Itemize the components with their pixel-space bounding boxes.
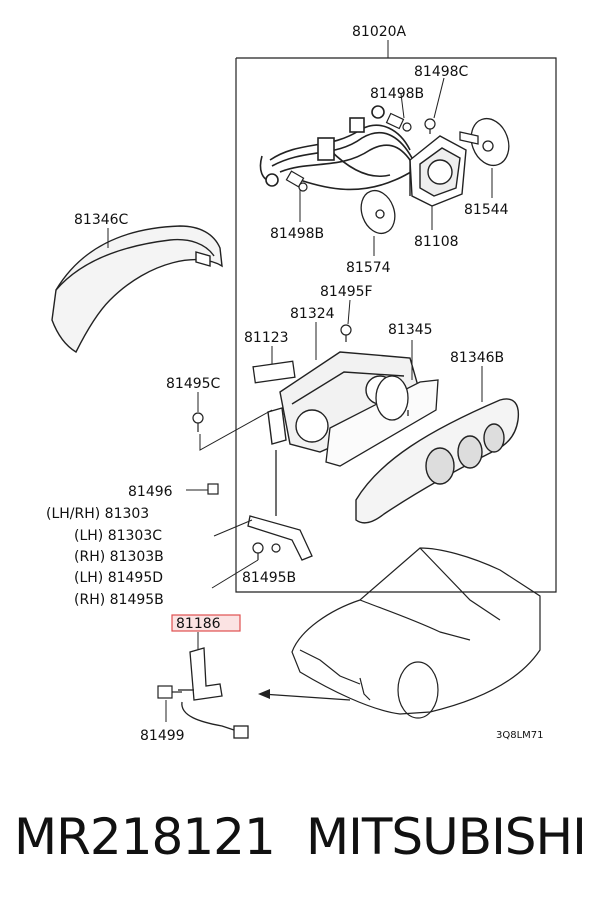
label-81303c: (LH) 81303C (74, 528, 162, 544)
screw-81495f (340, 324, 352, 342)
label-81544: 81544 (464, 202, 509, 218)
screw-81495c (192, 412, 204, 432)
label-81186: 81186 (176, 616, 221, 632)
wiring-harness (259, 105, 416, 191)
label-assembly: 81020A (352, 24, 407, 40)
label-81498b-left: 81498B (270, 226, 324, 242)
control-unit-81108 (409, 135, 467, 207)
screw-81498c (424, 118, 436, 134)
clip-81496 (207, 483, 219, 495)
label-81495d: (LH) 81495D (74, 570, 163, 586)
screw-81495b (271, 543, 281, 553)
cover-81346c (51, 225, 223, 353)
lens-81345 (325, 375, 439, 467)
label-81303b: (RH) 81303B (74, 549, 164, 565)
assembly-frame (235, 57, 557, 593)
label-drawing-code: 3Q8LM71 (496, 730, 544, 741)
label-81123: 81123 (244, 330, 289, 346)
brand-name: MITSUBISHI (306, 808, 587, 866)
knob-81544 (459, 117, 510, 167)
label-81495b-rh: (RH) 81495B (74, 592, 164, 608)
panel-81346b (355, 398, 520, 524)
label-81324: 81324 (290, 306, 335, 322)
label-81303: (LH/RH) 81303 (46, 506, 149, 522)
label-81499: 81499 (140, 728, 185, 744)
sensor-81499 (157, 685, 182, 699)
label-81345: 81345 (388, 322, 433, 338)
label-81108: 81108 (414, 234, 459, 250)
bulb-socket-top (385, 112, 412, 132)
label-81498c: 81498C (414, 64, 469, 80)
callout-arrow (261, 693, 351, 701)
label-81498b-top: 81498B (370, 86, 424, 102)
footer: MR218121 MITSUBISHI (0, 800, 600, 880)
label-81346b: 81346B (450, 350, 504, 366)
label-81346c: 81346C (74, 212, 129, 228)
knob-81574 (360, 189, 396, 235)
plate-81123 (252, 360, 296, 384)
label-81496: 81496 (128, 484, 173, 500)
highlight-box-81186 (171, 614, 241, 632)
label-81495c: 81495C (166, 376, 221, 392)
label-81574: 81574 (346, 260, 391, 276)
sensor-81186 (178, 647, 249, 739)
screw-81495d (252, 542, 264, 560)
parts-diagram: 81020A 81498C 81498B 81108 81544 81498B … (46, 24, 557, 744)
bracket-81303 (247, 450, 313, 561)
bulb-socket-left (285, 170, 308, 192)
part-number: MR218121 (14, 808, 276, 866)
vehicle-outline (291, 547, 541, 719)
label-81495f: 81495F (320, 284, 373, 300)
label-81495b: 81495B (242, 570, 296, 586)
